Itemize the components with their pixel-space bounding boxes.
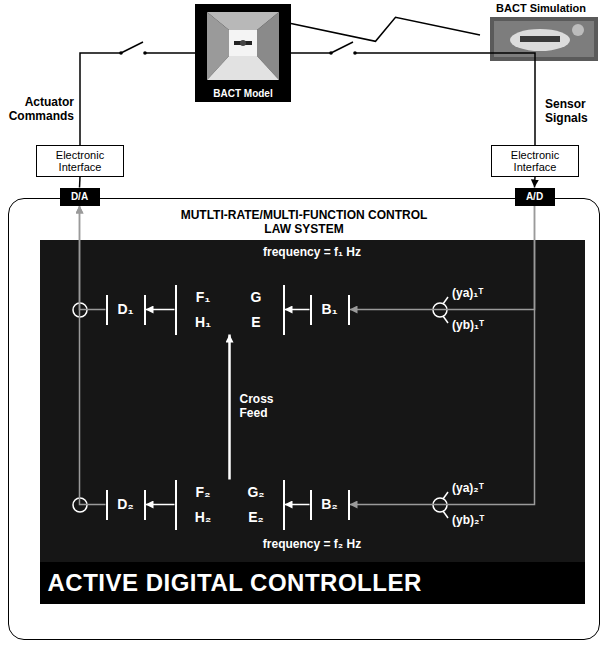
signal-line [79,177,81,188]
radio-link [291,17,480,41]
band-title: ACTIVE DIGITAL CONTROLLER [48,569,422,597]
converter-box: D/A [60,188,100,206]
signal-line [146,504,175,506]
signal-line [80,206,106,505]
label-holder: (ya)₁ᵀ [452,286,512,300]
input-vector: (yb)₂ᵀ [452,513,512,527]
rate-label: frequency = f₁ Hz [263,246,361,260]
box-heading: BACT Simulation [496,2,586,15]
control-law-panel: frequency = f₁ Hz frequency = f₂ Hz D₁ F₁ G H… [40,240,585,560]
signal-line [534,177,536,188]
picture-frame [490,17,598,61]
signal-name: Actuator Commands [4,96,74,124]
input-vector: (ya)₂ᵀ [452,481,512,495]
signal-line [80,206,106,310]
matrix-symbol: H₁ [195,314,211,330]
signal-line [285,309,310,311]
matrix-symbol: B₁ [322,301,338,317]
housing-heading: MUTLTI-RATE/MULTI-FUNCTION CONTROL LAW S… [179,209,429,237]
input-leader [443,492,448,499]
matrix-symbol: E [251,314,260,330]
tunnel-frame [195,4,291,102]
matrix-symbol: E₂ [248,509,264,525]
tunnel-floor [207,56,279,80]
input-leader [443,297,448,304]
matrix-symbol: G₂ [247,484,264,500]
matrix-symbol: F₂ [196,484,211,500]
switch-contact [119,51,123,55]
input-leader [443,511,448,518]
matrix-symbol: G [251,289,262,305]
matrix-symbol: D₂ [117,496,133,512]
tunnel-model [240,40,246,46]
picture-ground [494,21,594,57]
input-leader [443,316,448,323]
signal-line [285,504,310,506]
label-holder: (ya)₂ᵀ [452,481,512,495]
control-panel-ground [40,240,585,562]
input-vector: (ya)₁ᵀ [452,286,512,300]
summing-junctions [73,297,448,518]
switch-gap [331,48,355,58]
matrix-box: F₂ G₂ H₂ E₂ [175,480,285,530]
rate-label: frequency = f₂ Hz [263,538,361,552]
converter-box: A/D [515,188,555,206]
signal-line [80,53,195,145]
box-label: A/D [526,191,543,203]
switch-symbol [119,42,147,58]
box-label: Electronic Interface [37,149,123,173]
label-holder: Actuator Commands [4,96,74,124]
title-band: ACTIVE DIGITAL CONTROLLER [40,562,585,604]
signal-line [146,309,175,311]
tunnel-back [229,30,257,56]
switch-gap [121,48,145,58]
wind-tunnel-picture [195,4,291,102]
controller-housing: MUTLTI-RATE/MULTI-FUNCTION CONTROL LAW S… [8,198,600,640]
simulation-picture [490,17,598,61]
matrix-box: D₂ [106,490,146,520]
label-holder: Cross Feed [240,393,284,421]
switch-contact [143,51,147,55]
simulation-box: BACT Simulation [480,2,602,62]
matrix-symbol: D₁ [118,301,134,317]
matrix-box: F₁ G H₁ E [175,285,285,335]
signal-name: Sensor Signals [545,98,604,126]
picture-dish [572,24,584,36]
wind-tunnel-model-box: BACT Model [195,4,291,102]
switch-symbol [329,42,357,58]
switch-contact [353,51,357,55]
matrix-box: B₁ [310,295,350,325]
signal-line [291,53,535,145]
label-holder: (yb)₁ᵀ [452,318,512,332]
matrix-symbol: H₂ [195,509,211,525]
label-holder: (yb)₂ᵀ [452,513,512,527]
tunnel-model [234,41,252,45]
switch-blade [331,42,353,53]
matrix-symbol: F₁ [196,289,210,305]
box-label: Electronic Interface [492,149,578,173]
matrix-box: B₂ [310,490,350,520]
box-label: BACT Model [213,88,272,100]
box-label: D/A [71,191,88,203]
interface-box: Electronic Interface [491,145,579,177]
edge-label: Cross Feed [240,393,284,421]
signal-line [350,206,535,505]
switch-contact [329,51,333,55]
input-vector: (yb)₁ᵀ [452,318,512,332]
tunnel-ceiling [207,12,279,30]
picture-wing [520,36,560,42]
matrix-symbol: B₂ [321,496,337,512]
matrix-box: D₁ [106,295,146,325]
label-holder: Sensor Signals [545,98,604,126]
picture-model [510,29,570,51]
signal-line [228,335,231,480]
interface-box: Electronic Interface [36,145,124,177]
switch-blade [121,42,143,53]
